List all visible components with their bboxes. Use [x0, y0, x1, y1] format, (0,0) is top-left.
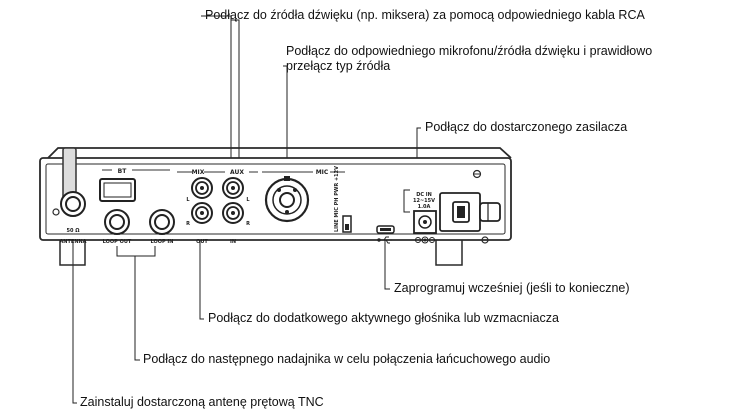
- mix-label: MIX: [192, 169, 205, 176]
- antenna-connector[interactable]: 50 Ω ANTENNA: [59, 147, 87, 245]
- rca-mix-l-jack[interactable]: [191, 177, 213, 199]
- out-label: OUT: [196, 239, 208, 245]
- rca-group: MIX AUX L R L R: [177, 169, 258, 227]
- leader-lines: [72, 15, 421, 404]
- aux-l-label: L: [246, 197, 250, 203]
- callout-mic-source-line2: przełącz typ źródła: [286, 59, 391, 73]
- dc-in-section: DC IN 12~15V 1.0A: [403, 189, 435, 213]
- callout-antenna: Zainstaluj dostarczoną antenę prętową TN…: [80, 395, 324, 409]
- bt-section: BT: [99, 168, 170, 202]
- loop-in-jack[interactable]: LOOP IN: [149, 209, 175, 245]
- mic-label: MIC: [316, 169, 329, 176]
- aux-label: AUX: [230, 169, 244, 176]
- callout-power-supply: Podłącz do dostarczonego zasilacza: [425, 120, 628, 134]
- callout-daisy-chain: Podłącz do następnego nadajnika w celu p…: [143, 352, 551, 366]
- mix-r-label: R: [186, 221, 190, 227]
- rca-mix-r-jack[interactable]: [191, 202, 213, 224]
- source-type-switch[interactable]: LINE MIC PH PWR +12V: [334, 166, 352, 233]
- mix-l-label: L: [186, 197, 190, 203]
- aux-r-label: R: [246, 221, 250, 227]
- dc-voltage-label: 12~15V: [413, 198, 435, 204]
- polarity-icon: [415, 236, 435, 244]
- usb-port[interactable]: [376, 225, 395, 234]
- rca-aux-l-jack[interactable]: [222, 177, 244, 199]
- antenna-label: ANTENNA: [59, 239, 86, 245]
- switch-label: LINE MIC PH PWR +12V: [334, 166, 340, 232]
- mic-section: MIC: [262, 169, 345, 176]
- dc-current-label: 1.0A: [418, 204, 431, 210]
- cable-clamp: [439, 192, 501, 232]
- callout-rca-source: Podłącz do źródła dźwięku (np. miksera) …: [205, 8, 645, 22]
- callout-mic-source-line1: Podłącz do odpowiedniego mikrofonu/źródł…: [286, 44, 653, 58]
- dc-in-jack[interactable]: [413, 210, 437, 234]
- rca-aux-r-jack[interactable]: [222, 202, 244, 224]
- callout-program: Zaprogramuj wcześniej (jeśli to konieczn…: [394, 281, 630, 295]
- mic-combo-jack[interactable]: [264, 176, 310, 223]
- dc-in-label: DC IN: [416, 192, 432, 198]
- callout-active-speaker: Podłącz do dodatkowego aktywnego głośnik…: [208, 311, 559, 325]
- ohm-label: 50 Ω: [67, 228, 81, 234]
- loop-in-label: LOOP IN: [151, 239, 174, 245]
- loop-out-label: LOOP OUT: [103, 239, 132, 245]
- usb-icon: [377, 236, 392, 244]
- bt-label: BT: [118, 168, 128, 175]
- loop-out-jack[interactable]: LOOP OUT: [103, 209, 132, 245]
- in-label: IN: [230, 239, 236, 245]
